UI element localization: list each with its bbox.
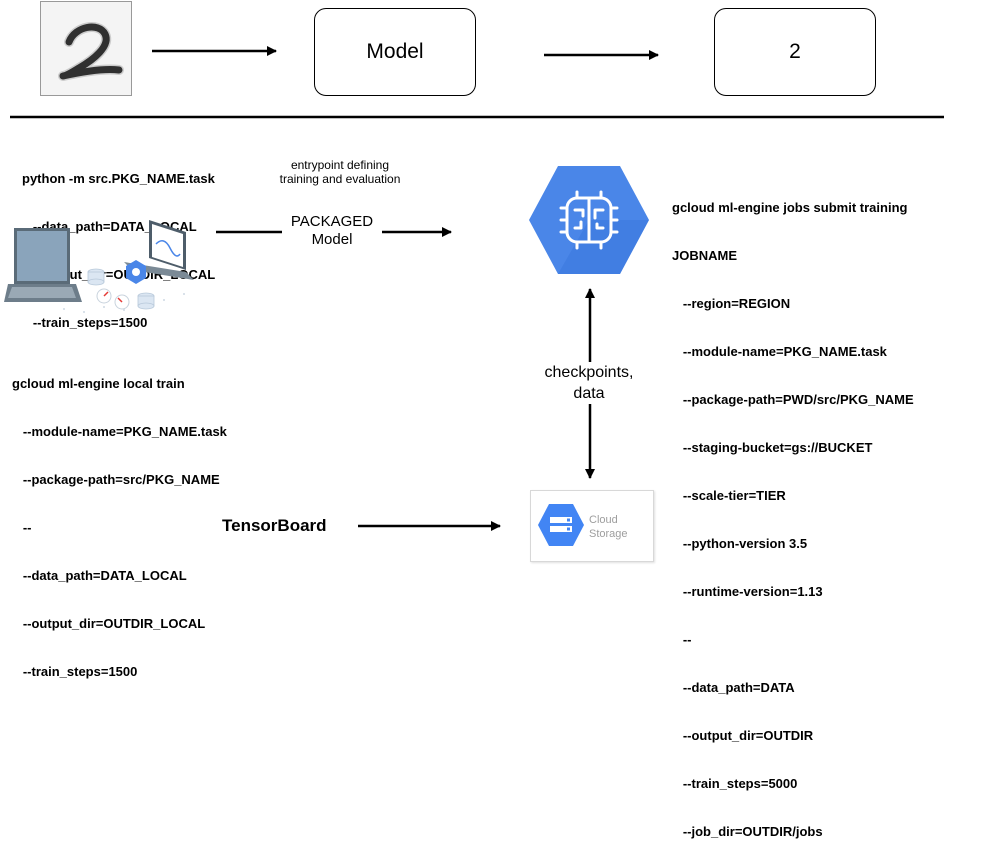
cloud-storage-label: Cloud Storage [589,513,628,541]
cloud-submit-line: --output_dir=OUTDIR [672,728,814,743]
model-label: Model [366,40,424,63]
cloud-submit-line: --package-path=PWD/src/PKG_NAME [672,392,914,407]
local-train-line: --package-path=src/PKG_NAME [12,472,220,487]
local-run-line: --train_steps=1500 [22,315,148,330]
output-label: 2 [789,40,801,63]
local-train-line: --module-name=PKG_NAME.task [12,424,227,439]
cloud-submit-line: -- [672,632,692,647]
cloud-submit-line: --job_dir=OUTDIR/jobs [672,824,823,839]
packaged-model-label: PACKAGED Model [282,213,382,249]
cloud-submit-line: gcloud ml-engine jobs submit training [672,200,908,215]
model-box: Model [314,8,476,96]
cloud-storage-line-1: Cloud [589,514,618,526]
handwritten-digit-icon [58,22,124,81]
cloud-submit-line: --module-name=PKG_NAME.task [672,344,887,359]
entrypoint-line-2: training and evaluation [279,172,401,186]
cloud-submit-line: --staging-bucket=gs://BUCKET [672,440,873,455]
cloud-submit-command: gcloud ml-engine jobs submit training JO… [672,168,914,856]
cloud-submit-line: --data_path=DATA [672,680,795,695]
tensorboard-label: TensorBoard [222,516,327,535]
storage-icon [538,504,584,546]
packaged-line-2: Model [311,231,353,248]
connector-layer [10,46,944,531]
cloud-submit-line: --scale-tier=TIER [672,488,786,503]
brain-chip-icon [529,166,649,274]
cloud-submit-line: JOBNAME [672,248,738,263]
cloud-storage-line-2: Storage [589,528,628,540]
checkpoints-data-label: checkpoints, data [534,362,644,404]
packaged-line-1: PACKAGED [290,213,374,230]
laptop-icon [4,220,194,313]
handwritten-digit-image [40,1,132,96]
local-train-command: gcloud ml-engine local train --module-na… [12,344,227,696]
output-box: 2 [714,8,876,96]
cloud-submit-line: --train_steps=5000 [672,776,798,791]
cloud-submit-line: --python-version 3.5 [672,536,808,551]
cloud-storage-card: Cloud Storage [530,490,654,562]
entrypoint-line-1: entrypoint defining [290,158,390,172]
cloud-submit-line: --region=REGION [672,296,791,311]
entrypoint-label: entrypoint defining training and evaluat… [262,158,418,186]
checkpoints-line-1: checkpoints, [544,364,634,381]
local-train-line: --data_path=DATA_LOCAL [12,568,187,583]
cloud-submit-line: --runtime-version=1.13 [672,584,823,599]
local-train-line: gcloud ml-engine local train [12,376,185,391]
local-run-line: python -m src.PKG_NAME.task [22,171,215,186]
checkpoints-line-2: data [573,385,605,402]
local-train-line: --output_dir=OUTDIR_LOCAL [12,616,206,631]
local-train-line: -- [12,520,32,535]
local-train-line: --train_steps=1500 [12,664,138,679]
